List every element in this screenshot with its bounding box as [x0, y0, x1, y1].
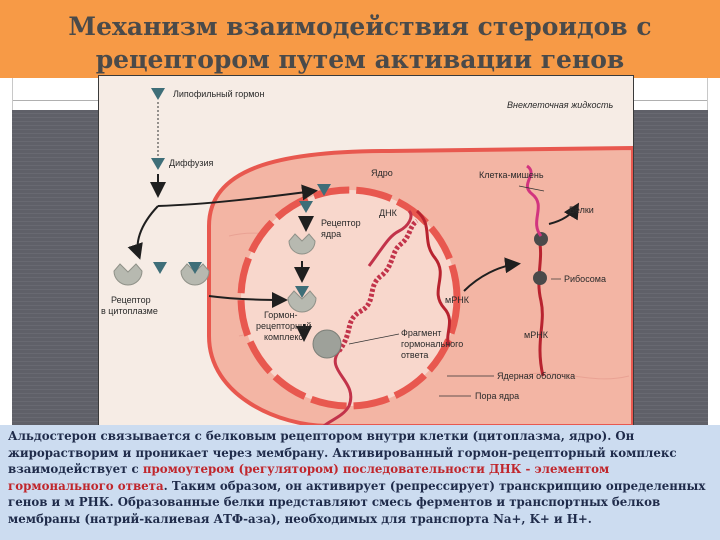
label-complex-2: рецепторный: [256, 321, 311, 331]
hormone-response-element: [312, 329, 342, 359]
slide-title: Механизм взаимодействия стероидов с реце…: [40, 10, 680, 76]
label-cytoplasm-receptor-1: Рецептор: [111, 295, 151, 305]
dna-helix: [336, 218, 419, 353]
label-proteins: Белки: [569, 205, 594, 215]
label-nucleus: Ядро: [371, 168, 393, 178]
caption-part-2: . Таким образом, он активирует (репресси…: [8, 478, 706, 526]
diffusion-arrow: [157, 184, 318, 207]
label-lipophilic-hormone: Липофильный гормон: [173, 89, 264, 99]
label-complex-3: комплекс: [264, 332, 303, 342]
dna-strand: [367, 209, 413, 267]
label-nuclear-receptor-2: ядра: [321, 229, 341, 239]
hormone-icon: [151, 88, 165, 100]
caption-box: [0, 425, 720, 540]
decorative-band-right: [630, 110, 708, 430]
protein-chain: [525, 164, 543, 237]
mechanism-figure: Липофильный гормон Внеклеточная жидкость…: [98, 75, 634, 427]
ribosome-icon: [534, 232, 548, 246]
mrna-cytoplasm: [537, 237, 545, 377]
hormone-icon: [295, 286, 309, 298]
hormone-receptor-complex-icon: [287, 290, 317, 313]
slide-title-line-2: рецептором путем активации генов: [95, 45, 625, 74]
hormone-icon: [188, 262, 202, 274]
cytoplasm-receptor-icon: [180, 263, 210, 286]
mrna-nucleus: [415, 209, 452, 347]
dna-strand: [322, 350, 353, 426]
caption-part-1: Альдостерон связывается с белковым рецеп…: [8, 429, 677, 476]
binding-arrow: [208, 291, 288, 308]
label-nuclear-pore: Пора ядра: [475, 391, 519, 401]
slide-title-line-1: Механизм взаимодействия стероидов с: [68, 12, 652, 41]
label-mrna-nucleus: мРНК: [445, 295, 470, 305]
label-mrna-cytoplasm: мРНК: [524, 330, 549, 340]
title-bar: [0, 0, 720, 78]
protein-arrow: [548, 202, 580, 225]
label-complex-1: Гормон-: [264, 310, 297, 320]
cytoplasm-receptor-icon: [113, 263, 143, 286]
label-target-cell: Клетка-мишень: [479, 170, 544, 180]
label-diffusion: Диффузия: [169, 158, 213, 168]
mechanism-diagram: Липофильный гормон Внеклеточная жидкость…: [101, 88, 633, 426]
hormone-icon: [151, 158, 165, 170]
hormone-icon: [299, 201, 313, 213]
label-fragment-2: гормонального: [401, 339, 463, 349]
hormone-icon: [317, 184, 331, 196]
label-nuclear-receptor-1: Рецептор: [321, 218, 361, 228]
ribosome-icon: [533, 271, 547, 285]
label-ribosome: Рибосома: [564, 274, 606, 284]
label-fragment-3: ответа: [401, 350, 428, 360]
label-nuclear-envelope: Ядерная оболочка: [497, 371, 575, 381]
hormone-icon: [153, 262, 167, 274]
leader-line: [348, 333, 400, 345]
label-cytoplasm-receptor-2: в цитоплазме: [101, 306, 158, 316]
caption-text: Альдостерон связывается с белковым рецеп…: [8, 428, 714, 527]
label-dna: ДНК: [379, 208, 398, 218]
caption-promoter-highlight: промоутером (регулятором) последовательн…: [8, 462, 610, 493]
decorative-band-left: [12, 110, 100, 430]
label-fragment-1: Фрагмент: [401, 328, 441, 338]
nuclear-receptor-icon: [288, 233, 316, 255]
diffusion-arrow: [127, 205, 159, 260]
leader-line: [518, 185, 545, 192]
label-extracellular-fluid: Внеклеточная жидкость: [507, 100, 614, 110]
mrna-export-arrow: [463, 257, 521, 292]
